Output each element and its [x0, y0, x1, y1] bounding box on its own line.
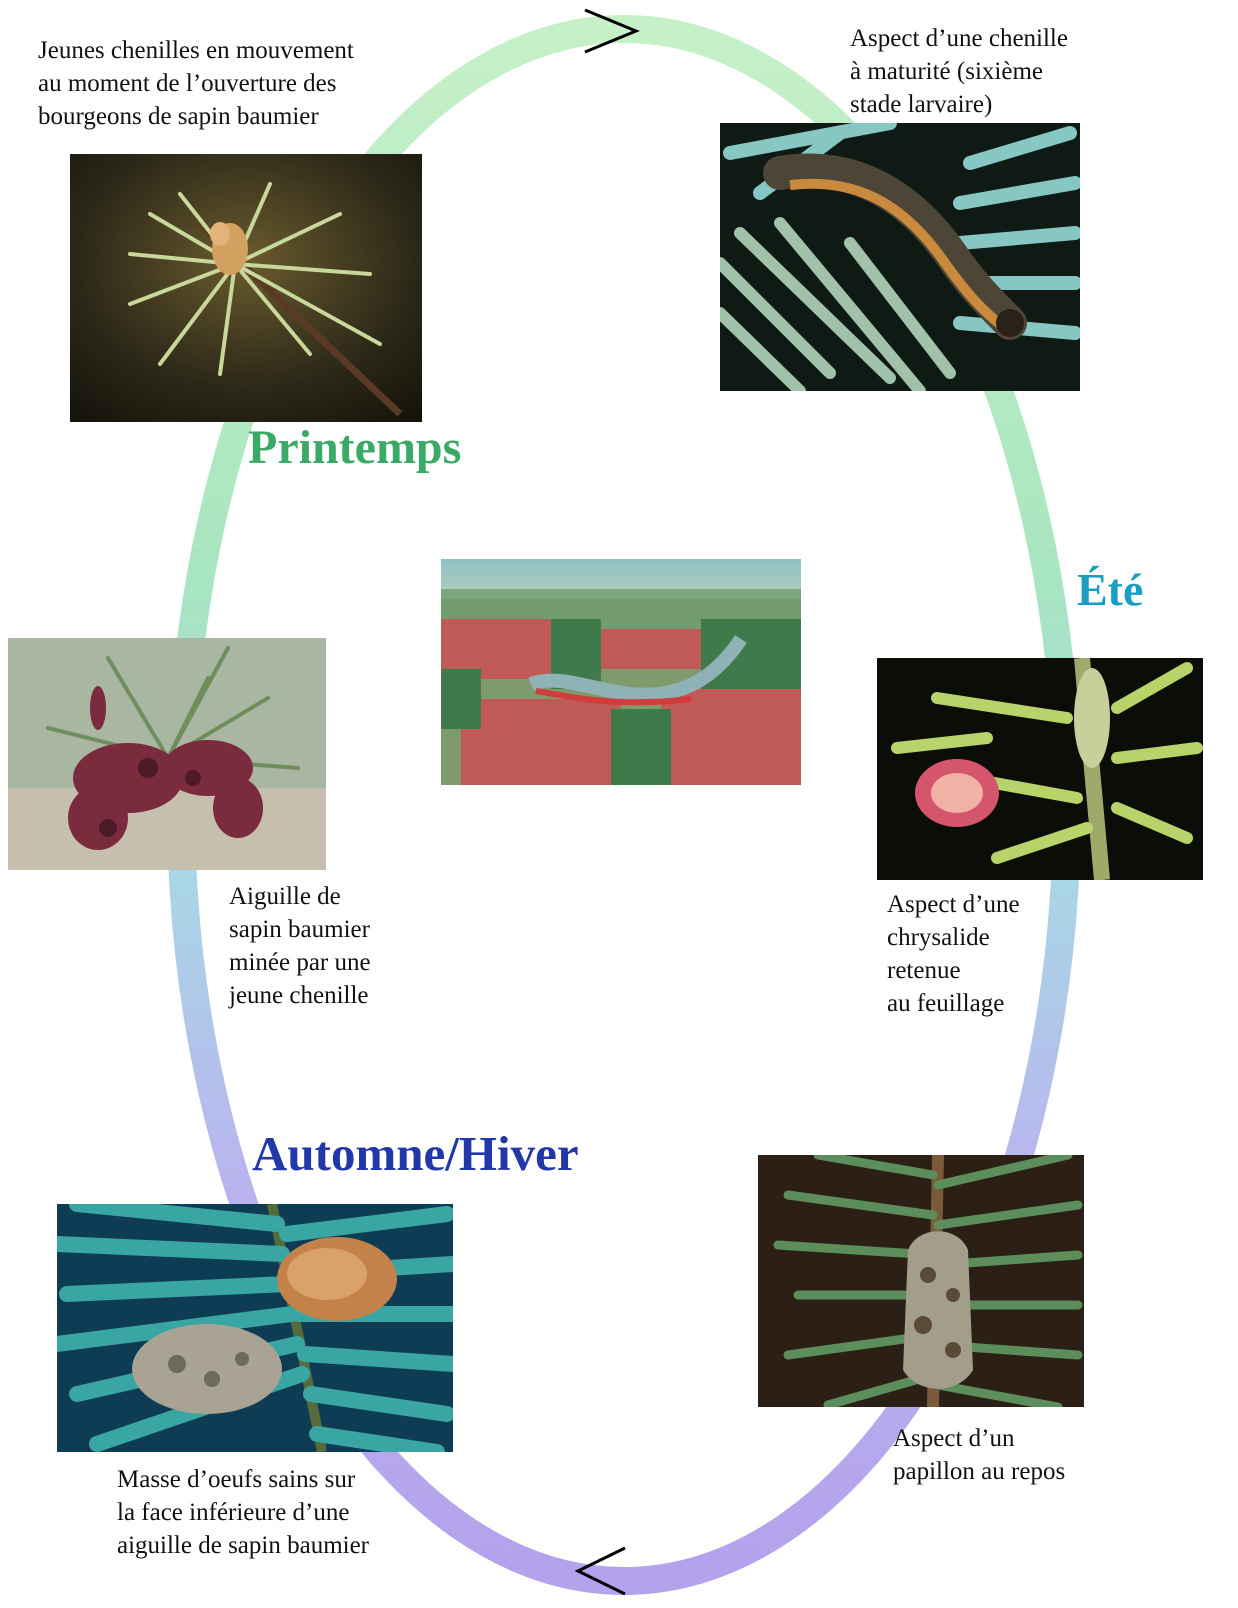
caption-eggs: Masse d’oeufs sains sur la face inférieu… [117, 1463, 369, 1562]
caption-pupa: Aspect d’une chrysalide retenue au feuil… [887, 888, 1020, 1020]
caption-mined-needle: Aiguille de sapin baumier minée par une … [229, 880, 371, 1012]
pupa-photo [877, 658, 1203, 880]
mined-needle-photo [8, 638, 326, 870]
moth-photo [758, 1155, 1084, 1407]
caption-moth: Aspect d’un papillon au repos [893, 1422, 1065, 1488]
young-larvae-photo [70, 154, 422, 422]
caption-mature-larva: Aspect d’une chenille à maturité (sixièm… [850, 22, 1068, 121]
season-label-spring: Printemps [248, 420, 461, 475]
defoliated-forest-photo [441, 559, 801, 785]
egg-mass-photo [57, 1204, 453, 1452]
season-label-summer: Été [1077, 563, 1143, 616]
caption-young-larvae: Jeunes chenilles en mouvement au moment … [38, 34, 354, 133]
season-label-autumn-winter: Automne/Hiver [252, 1125, 579, 1182]
mature-larva-photo [720, 123, 1080, 391]
